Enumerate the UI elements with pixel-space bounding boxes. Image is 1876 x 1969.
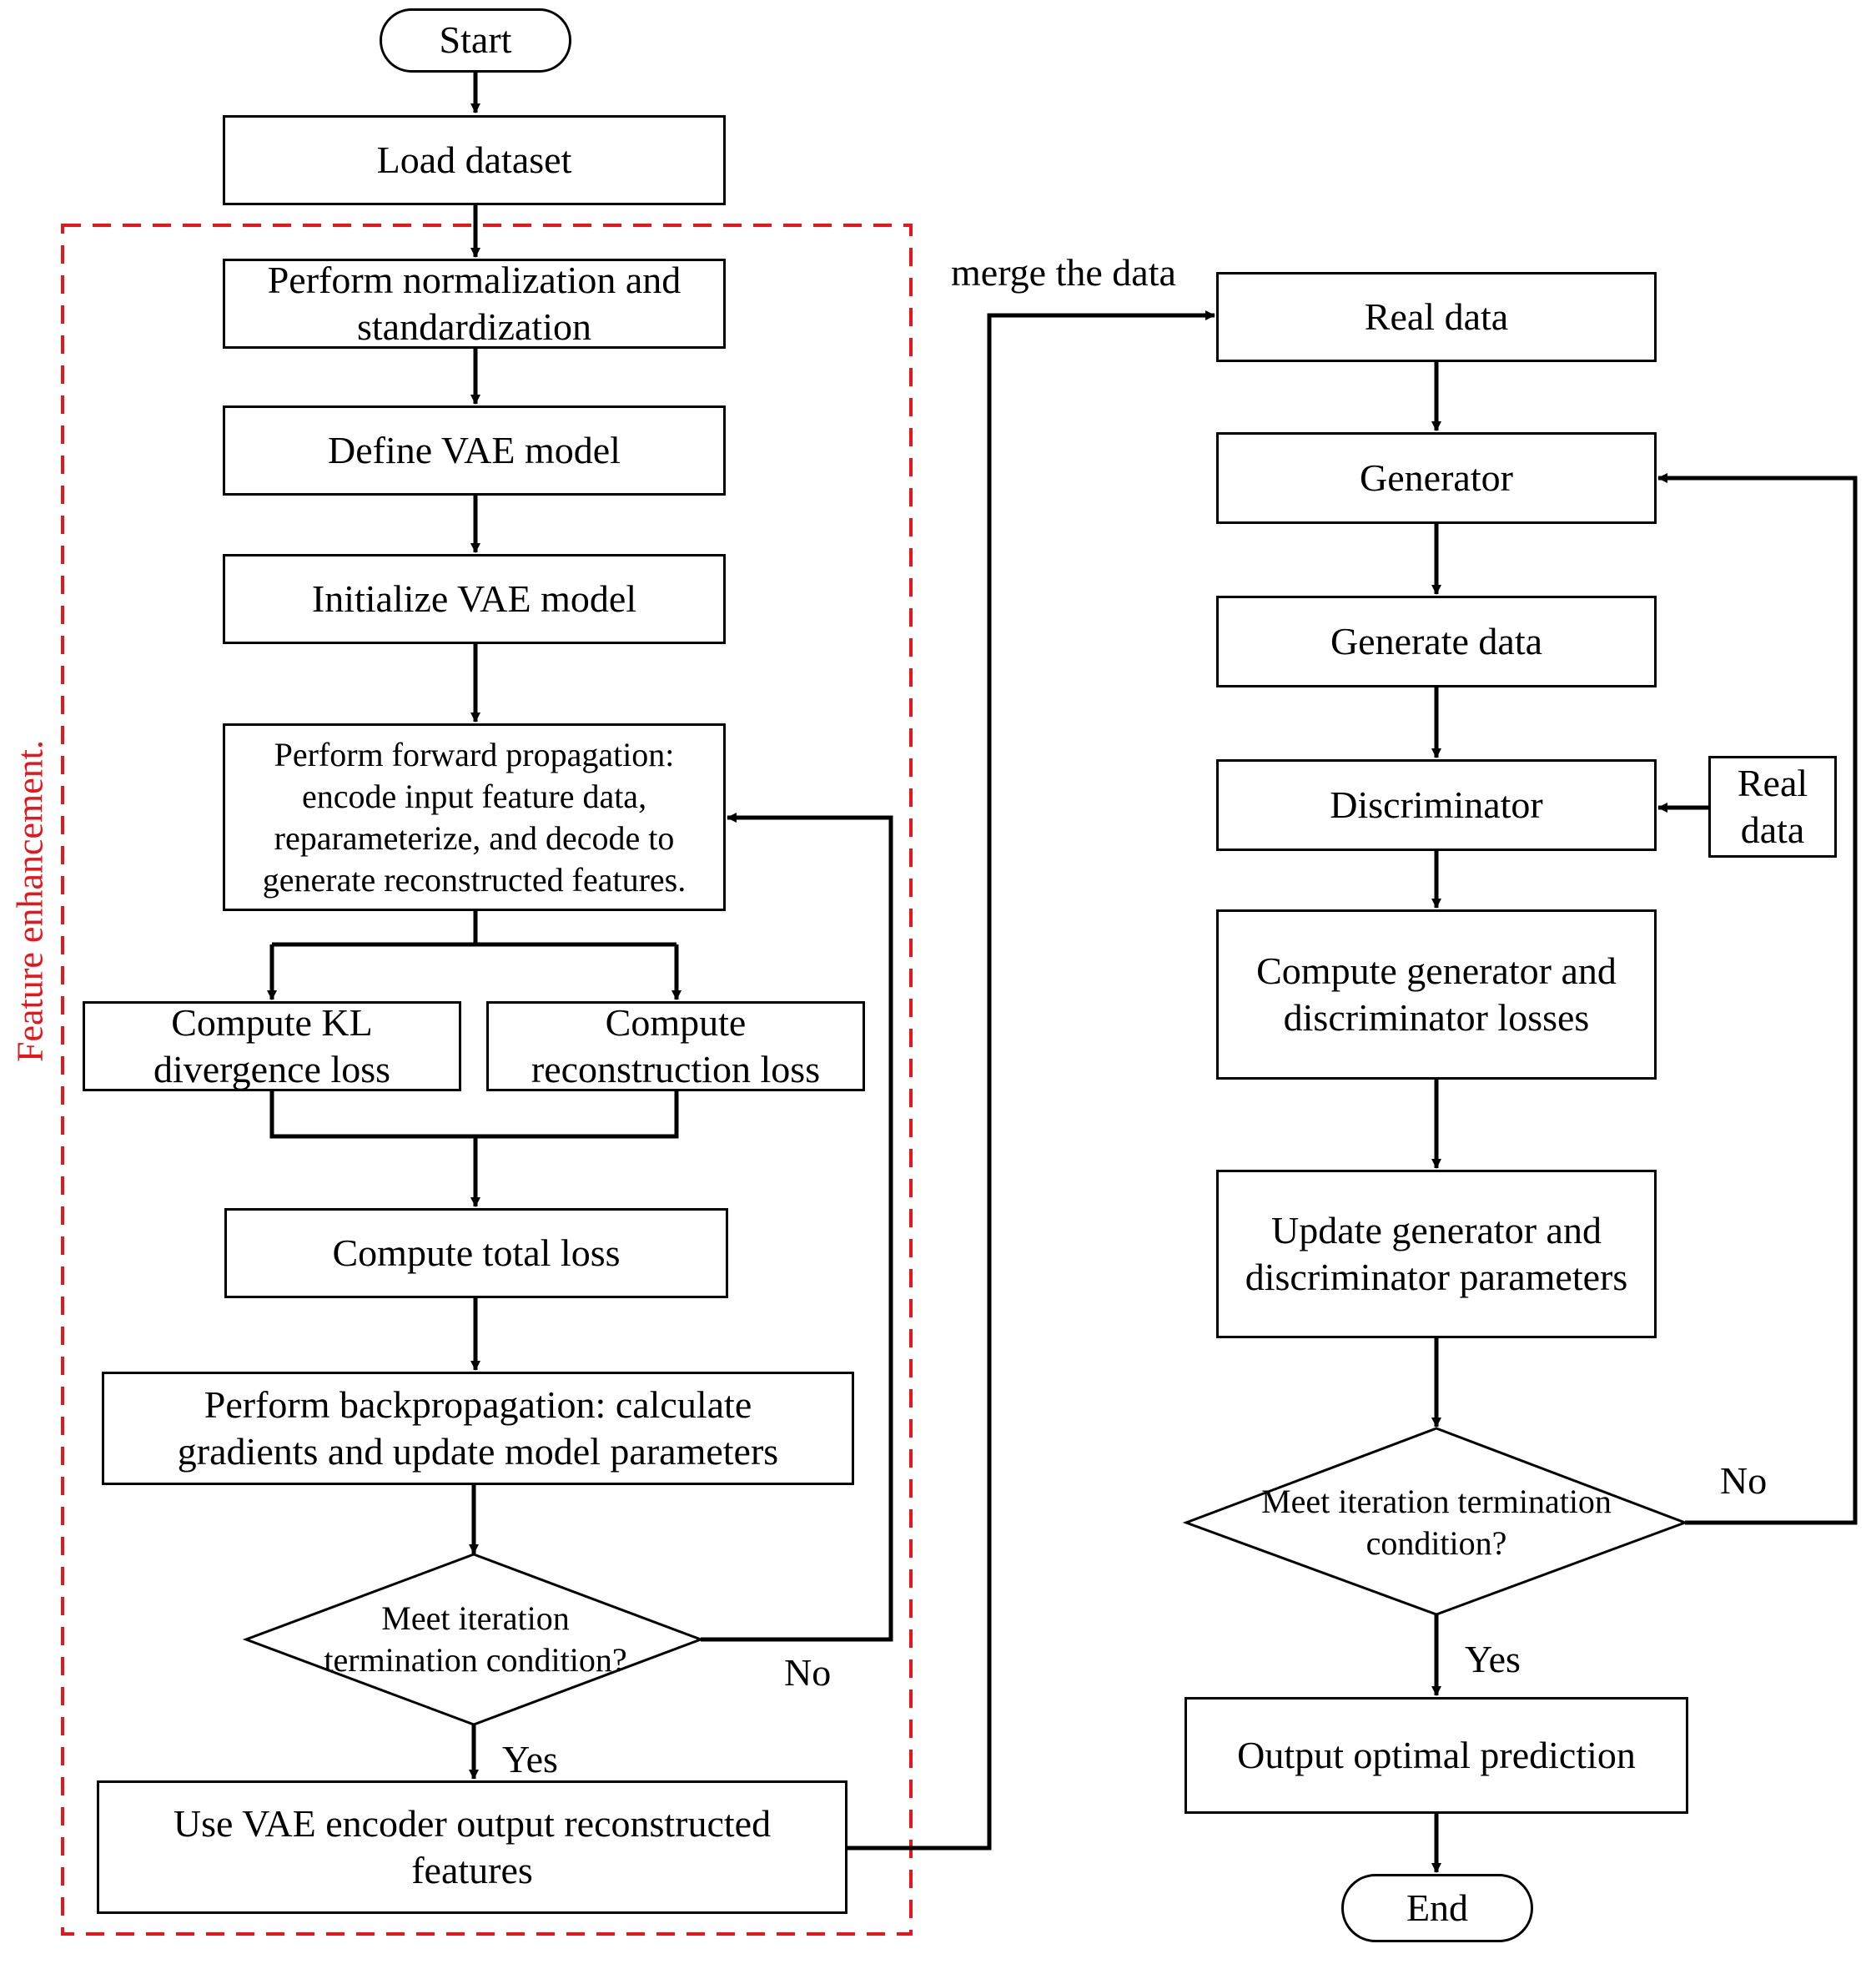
arrow-gan-condition-no-loop bbox=[1657, 473, 1858, 1525]
reconstruction-loss-step: Compute reconstruction loss bbox=[486, 1001, 865, 1091]
backpropagation-step: Perform backpropagation: calculate gradi… bbox=[102, 1372, 854, 1485]
gan-yes-label: Yes bbox=[1465, 1638, 1521, 1680]
vae-yes-label: Yes bbox=[502, 1738, 558, 1780]
gan-condition-text: Meet iteration termination condition? bbox=[1261, 1483, 1612, 1562]
arrow-encoder-to-real-data bbox=[847, 310, 1215, 1851]
side-real-data-input: Real data bbox=[1708, 756, 1837, 858]
initialize-vae-step: Initialize VAE model bbox=[223, 554, 726, 644]
define-vae-step: Define VAE model bbox=[223, 405, 726, 496]
total-loss-step: Compute total loss bbox=[224, 1208, 728, 1298]
feature-enhancement-label: Feature enhancement. bbox=[9, 739, 51, 1063]
start-terminal: Start bbox=[380, 8, 571, 73]
gan-no-label: No bbox=[1720, 1459, 1768, 1502]
arrow-condition-no-loop bbox=[701, 813, 893, 1642]
vae-no-label: No bbox=[784, 1651, 832, 1694]
merge-data-label: merge the data bbox=[951, 251, 1176, 294]
real-data-step: Real data bbox=[1216, 272, 1657, 362]
update-gan-parameters-step: Update generator and discriminator param… bbox=[1216, 1170, 1657, 1338]
vae-condition-text: Meet iteration termination condition? bbox=[324, 1599, 627, 1679]
discriminator-step: Discriminator bbox=[1216, 759, 1657, 851]
feature-enhancement-group bbox=[61, 224, 913, 1936]
kl-divergence-loss-step: Compute KL divergence loss bbox=[83, 1001, 461, 1091]
gan-condition-diamond bbox=[1182, 1427, 1689, 1616]
compute-gan-losses-step: Compute generator and discriminator loss… bbox=[1216, 909, 1657, 1080]
generator-step: Generator bbox=[1216, 432, 1657, 524]
merge-line bbox=[269, 1091, 679, 1139]
load-dataset-step: Load dataset bbox=[223, 115, 726, 205]
end-terminal: End bbox=[1341, 1874, 1533, 1942]
split-line bbox=[272, 911, 676, 947]
normalize-step: Perform normalization and standardizatio… bbox=[223, 259, 726, 349]
output-prediction-step: Output optimal prediction bbox=[1184, 1697, 1688, 1814]
vae-condition-diamond bbox=[242, 1553, 705, 1726]
vae-encoder-output-step: Use VAE encoder output reconstructed fea… bbox=[97, 1780, 847, 1914]
forward-propagation-step: Perform forward propagation: encode inpu… bbox=[223, 723, 726, 911]
generate-data-step: Generate data bbox=[1216, 596, 1657, 687]
